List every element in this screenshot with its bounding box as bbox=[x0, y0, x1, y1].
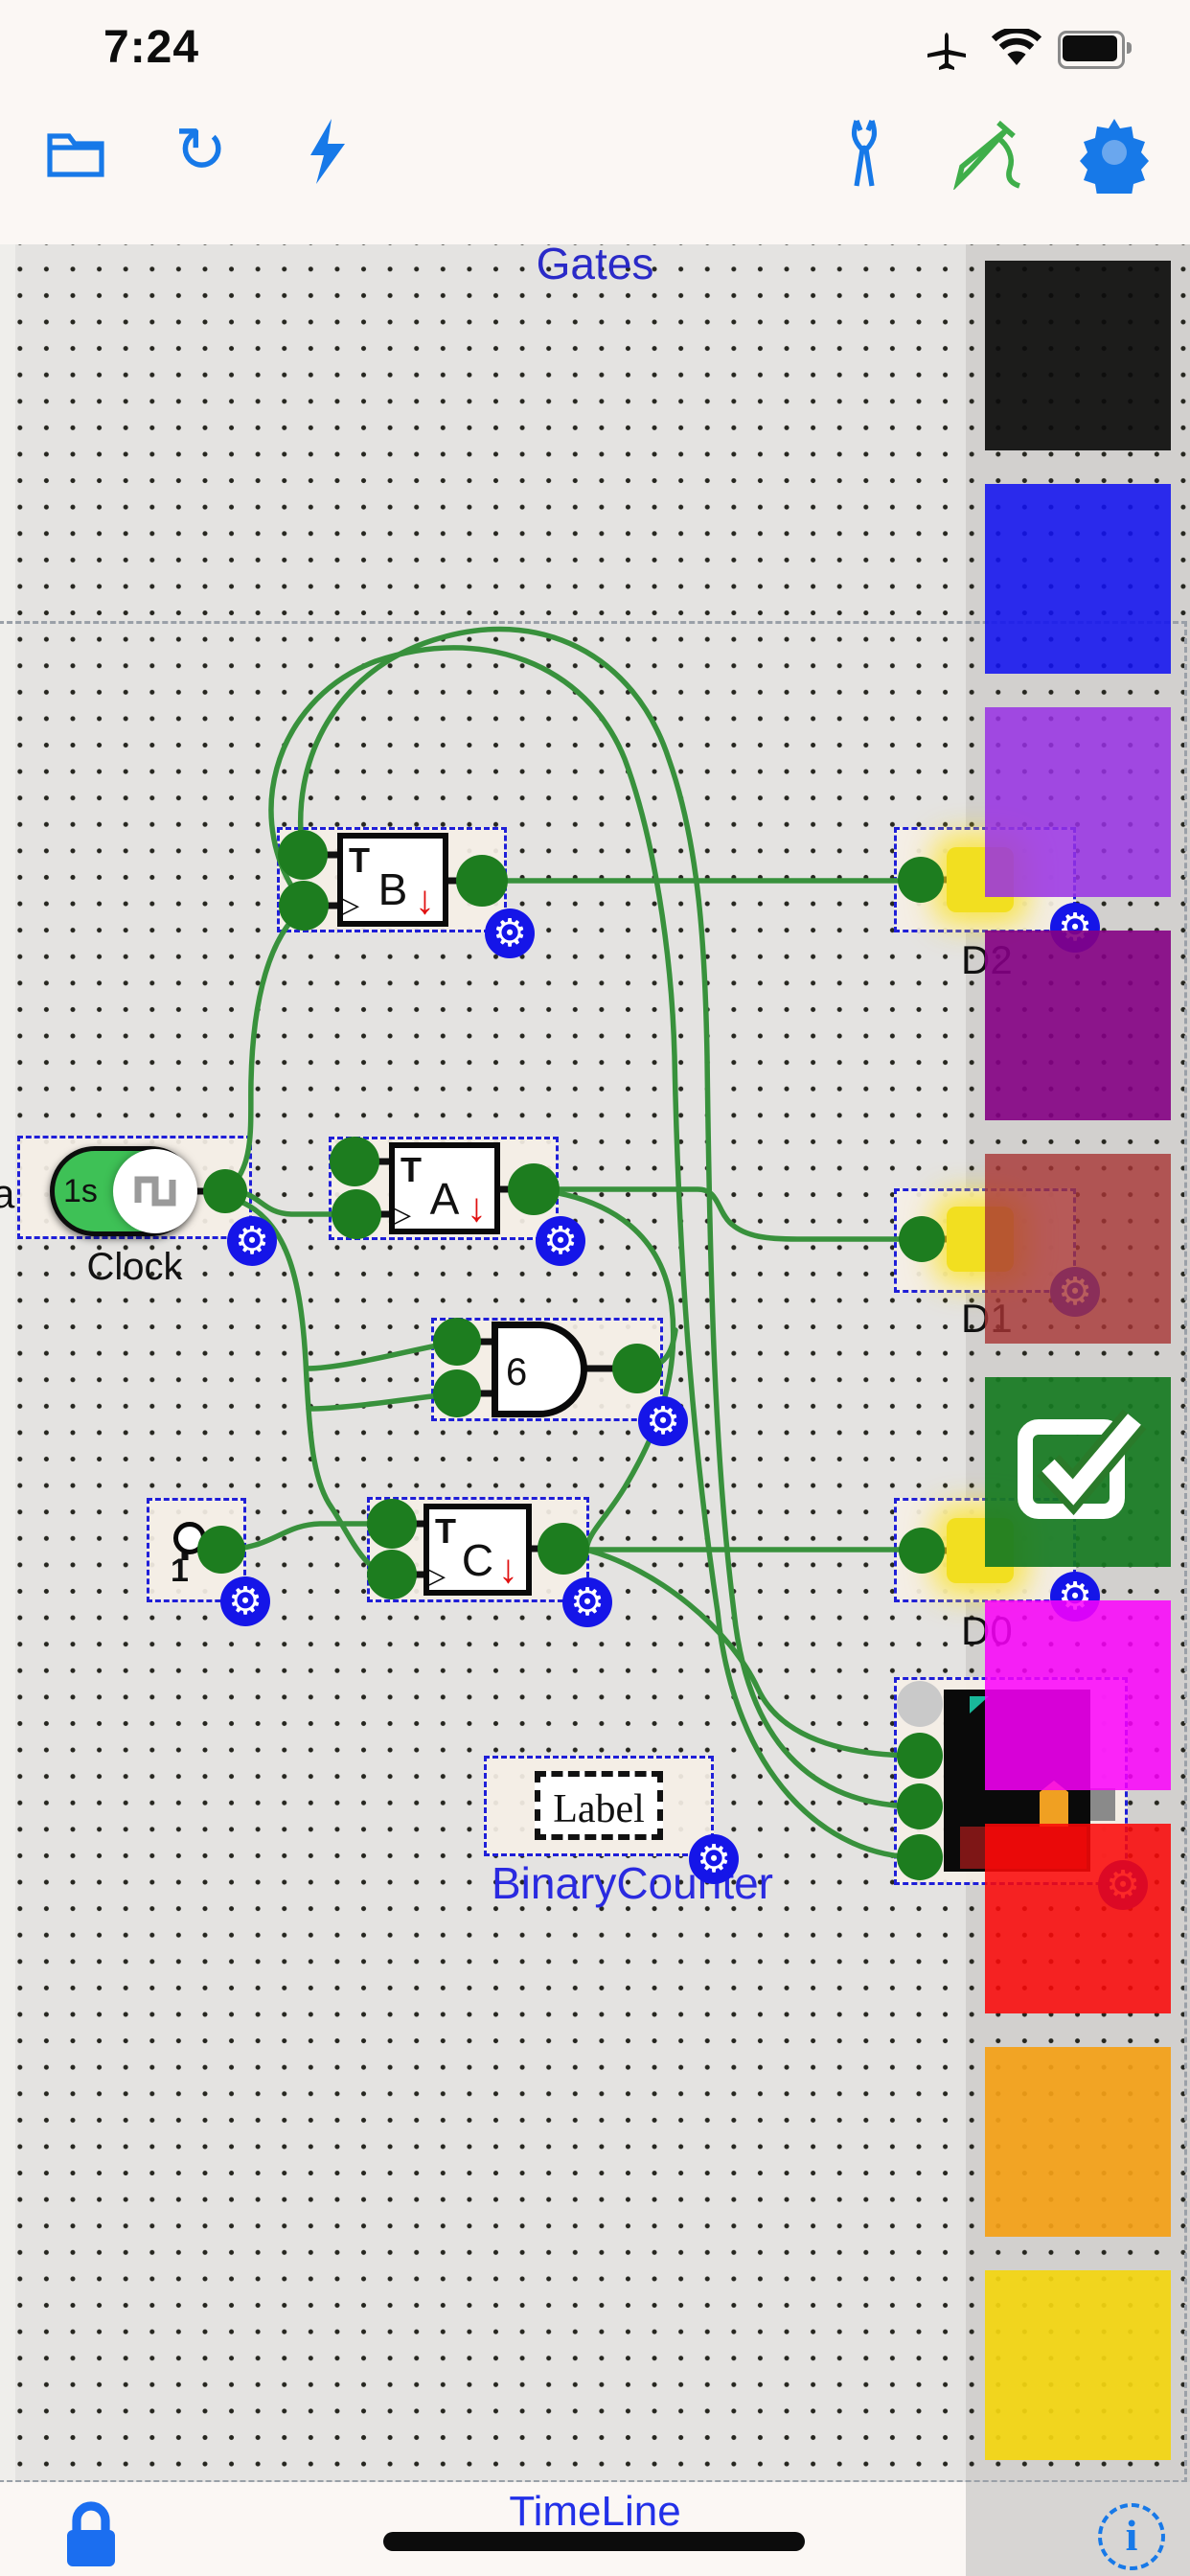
palette-swatch-green[interactable] bbox=[985, 1377, 1171, 1567]
clock-label: Clock bbox=[86, 1246, 183, 1288]
port-dot[interactable] bbox=[897, 1783, 943, 1829]
palette-swatch-blue[interactable] bbox=[985, 484, 1171, 674]
clock-triangle-icon: ▷ bbox=[423, 1560, 446, 1592]
status-bar: 7:24 bbox=[0, 0, 1190, 96]
label-component[interactable]: Label bbox=[535, 1771, 663, 1840]
battery-icon bbox=[1058, 31, 1134, 69]
port-dot[interactable] bbox=[433, 1369, 481, 1417]
flipflop-a[interactable]: T A ↓ ▷ bbox=[389, 1142, 500, 1234]
timeline-button[interactable]: TimeLine bbox=[509, 2488, 681, 2535]
selected-check-icon bbox=[1018, 1409, 1147, 1519]
input-switch-value: 1 bbox=[171, 1552, 189, 1589]
port-dot[interactable] bbox=[367, 1499, 417, 1549]
and-gate-label: 6 bbox=[506, 1351, 528, 1393]
waveform-icon bbox=[134, 1176, 176, 1207]
palette-swatch-purple[interactable] bbox=[985, 931, 1171, 1120]
component-settings-gear-button[interactable]: ⚙ bbox=[220, 1576, 270, 1626]
port-dot[interactable] bbox=[538, 1523, 589, 1575]
palette-swatch-dark-red[interactable] bbox=[985, 1154, 1171, 1344]
clock-triangle-icon: ▷ bbox=[337, 889, 360, 921]
home-indicator[interactable] bbox=[383, 2532, 805, 2551]
falling-edge-arrow-icon: ↓ bbox=[498, 1546, 518, 1591]
component-settings-gear-button[interactable]: ⚙ bbox=[689, 1834, 739, 1884]
palette-swatch-magenta[interactable] bbox=[985, 1600, 1171, 1790]
port-dot[interactable] bbox=[897, 1834, 943, 1880]
component-settings-gear-button[interactable]: ⚙ bbox=[227, 1216, 277, 1266]
falling-edge-arrow-icon: ↓ bbox=[467, 1184, 487, 1230]
clock-period: 1s bbox=[63, 1173, 98, 1209]
component-settings-gear-button[interactable]: ⚙ bbox=[562, 1577, 612, 1627]
port-dot[interactable] bbox=[897, 1733, 943, 1779]
lock-icon[interactable] bbox=[54, 2497, 128, 2572]
toolbar: ↻ Gates bbox=[0, 96, 1190, 288]
clock-triangle-icon: ▷ bbox=[389, 1199, 412, 1230]
port-dot[interactable] bbox=[897, 1681, 943, 1727]
settings-gear-icon[interactable] bbox=[1073, 111, 1156, 194]
port-dot[interactable] bbox=[899, 1528, 945, 1574]
canvas-edge-label: a bbox=[0, 1171, 15, 1216]
component-settings-gear-button[interactable]: ⚙ bbox=[536, 1216, 585, 1266]
port-dot[interactable] bbox=[197, 1526, 245, 1574]
port-dot[interactable] bbox=[899, 1216, 945, 1262]
info-button[interactable]: i bbox=[1098, 2503, 1165, 2570]
segment-teal bbox=[970, 1696, 989, 1714]
selection-marquee bbox=[0, 621, 1187, 2483]
component-settings-gear-button[interactable]: ⚙ bbox=[638, 1396, 688, 1446]
port-dot[interactable] bbox=[278, 830, 328, 880]
segment-gray-nub bbox=[1090, 1788, 1115, 1821]
palette-swatch-black[interactable] bbox=[985, 261, 1171, 450]
port-dot[interactable] bbox=[508, 1163, 560, 1215]
port-dot[interactable] bbox=[456, 855, 508, 907]
port-dot[interactable] bbox=[332, 1189, 381, 1239]
circuit-caption: BinaryCounter bbox=[491, 1858, 774, 1908]
port-dot[interactable] bbox=[612, 1344, 662, 1393]
port-dot[interactable] bbox=[433, 1318, 481, 1366]
flipflop-c[interactable]: T C ↓ ▷ bbox=[423, 1504, 532, 1596]
page-title: Gates bbox=[536, 239, 654, 288]
palette-swatch-orange[interactable] bbox=[985, 2047, 1171, 2237]
flipflop-b[interactable]: T B ↓ ▷ bbox=[337, 833, 448, 927]
and-gate[interactable]: 6 bbox=[492, 1322, 587, 1417]
palette-swatch-yellow[interactable] bbox=[985, 2270, 1171, 2460]
status-time: 7:24 bbox=[103, 22, 200, 73]
redo-refresh-icon[interactable]: ↻ bbox=[174, 114, 228, 185]
pliers-tool-icon[interactable] bbox=[839, 117, 889, 190]
port-dot[interactable] bbox=[330, 1137, 379, 1186]
palette-swatch-violet[interactable] bbox=[985, 707, 1171, 897]
component-settings-gear-button[interactable]: ⚙ bbox=[485, 908, 535, 958]
eyedropper-probe-icon[interactable] bbox=[941, 115, 1021, 190]
port-dot[interactable] bbox=[279, 881, 329, 931]
open-file-folder-icon[interactable] bbox=[44, 125, 107, 180]
falling-edge-arrow-icon: ↓ bbox=[415, 877, 435, 922]
port-dot[interactable] bbox=[203, 1169, 247, 1213]
port-dot[interactable] bbox=[898, 857, 944, 903]
wifi-icon bbox=[991, 29, 1042, 65]
palette-swatch-red[interactable] bbox=[985, 1824, 1171, 2013]
port-dot[interactable] bbox=[367, 1550, 417, 1599]
clock-knob[interactable] bbox=[113, 1149, 197, 1233]
airplane-mode-icon bbox=[927, 33, 966, 70]
run-lightning-icon[interactable] bbox=[303, 117, 353, 186]
